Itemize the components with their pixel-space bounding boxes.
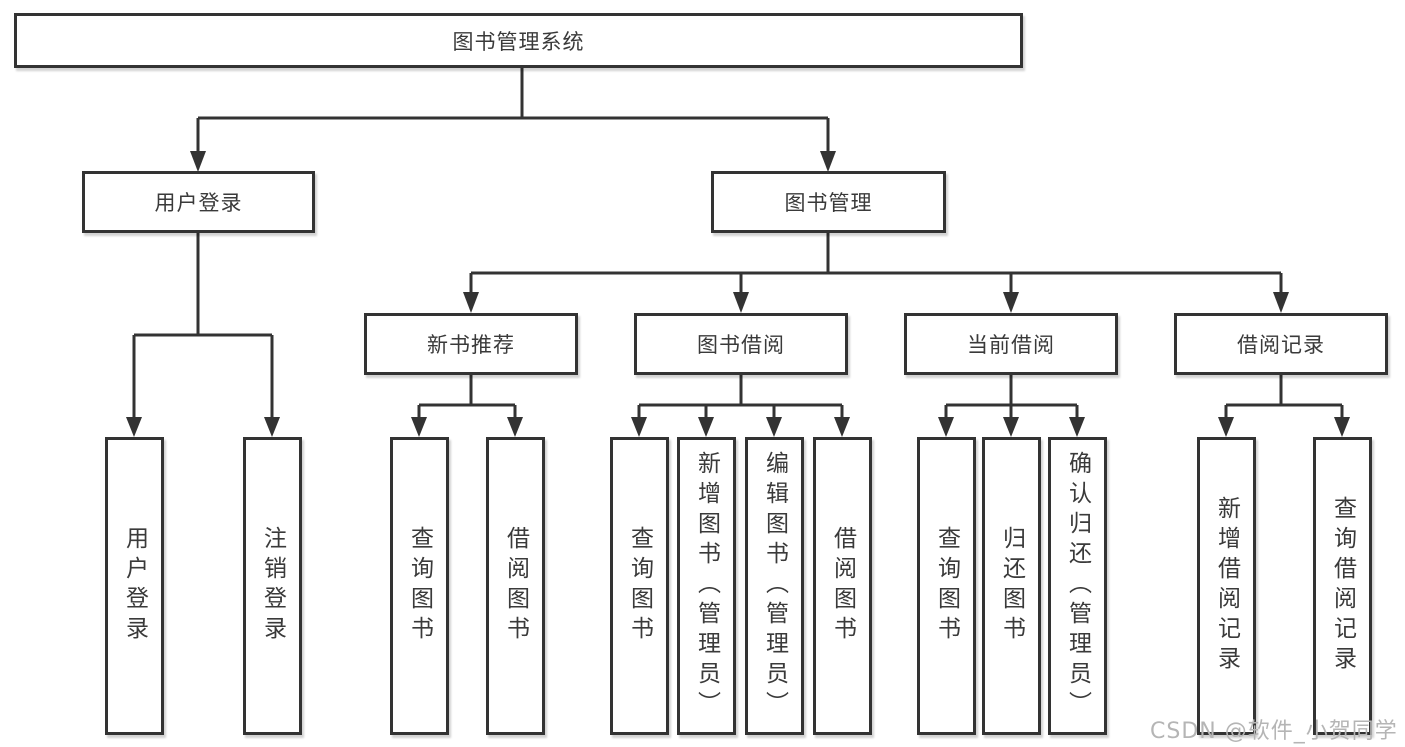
leaf-label: 新增图书（管理员） (693, 451, 720, 721)
arrow-icon (1069, 417, 1085, 437)
arrow-icon (1218, 417, 1234, 437)
leaf-borrow-books-recommend: 借阅图书 (486, 437, 545, 735)
node-book-management: 图书管理 (711, 171, 946, 233)
connector-stems (132, 68, 1344, 418)
arrow-icon (1334, 417, 1350, 437)
node-current-borrow: 当前借阅 (904, 313, 1118, 375)
leaf-label: 查询借阅记录 (1329, 496, 1356, 676)
node-root-system: 图书管理系统 (14, 13, 1023, 68)
leaf-add-books-admin: 新增图书（管理员） (677, 437, 736, 735)
leaf-label: 用户登录 (121, 526, 148, 646)
leaf-label: 查询图书 (933, 526, 960, 646)
arrow-icon (820, 151, 836, 172)
arrow-icon (463, 292, 479, 313)
leaf-label: 编辑图书（管理员） (761, 451, 788, 721)
leaf-label: 确认归还（管理员） (1064, 451, 1091, 721)
arrow-icon (631, 417, 647, 437)
leaf-label: 注销登录 (259, 526, 286, 646)
arrowheads (126, 151, 1350, 437)
arrow-icon (1003, 292, 1019, 313)
leaf-query-books-current: 查询图书 (917, 437, 976, 735)
arrow-icon (126, 417, 142, 437)
leaf-confirm-return-admin: 确认归还（管理员） (1048, 437, 1107, 735)
node-borrow-records: 借阅记录 (1174, 313, 1388, 375)
leaf-label: 查询图书 (626, 526, 653, 646)
arrow-icon (1003, 417, 1019, 437)
leaf-label: 借阅图书 (829, 526, 856, 646)
leaf-add-borrow-record: 新增借阅记录 (1197, 437, 1256, 735)
arrow-icon (411, 417, 427, 437)
leaf-label: 借阅图书 (502, 526, 529, 646)
node-book-borrow: 图书借阅 (634, 313, 848, 375)
arrow-icon (264, 417, 280, 437)
arrow-icon (834, 417, 850, 437)
arrow-icon (507, 417, 523, 437)
arrow-icon (1273, 292, 1289, 313)
leaf-label: 归还图书 (998, 526, 1025, 646)
leaf-logout: 注销登录 (243, 437, 302, 735)
leaf-label: 新增借阅记录 (1213, 496, 1240, 676)
leaf-query-books-recommend: 查询图书 (390, 437, 449, 735)
arrow-icon (698, 417, 714, 437)
node-user-login: 用户登录 (82, 171, 315, 233)
leaf-label: 查询图书 (406, 526, 433, 646)
arrow-icon (766, 417, 782, 437)
node-new-book-recommend: 新书推荐 (364, 313, 578, 375)
arrow-icon (938, 417, 954, 437)
arrow-icon (190, 151, 206, 172)
leaf-query-borrow-record: 查询借阅记录 (1313, 437, 1372, 735)
leaf-query-books-borrow: 查询图书 (610, 437, 669, 735)
leaf-borrow-books: 借阅图书 (813, 437, 872, 735)
arrow-icon (733, 292, 749, 313)
leaf-user-login: 用户登录 (105, 437, 164, 735)
leaf-return-books: 归还图书 (982, 437, 1041, 735)
csdn-watermark: CSDN @软件_小贺同学 (1150, 719, 1398, 744)
leaf-edit-books-admin: 编辑图书（管理员） (745, 437, 804, 735)
